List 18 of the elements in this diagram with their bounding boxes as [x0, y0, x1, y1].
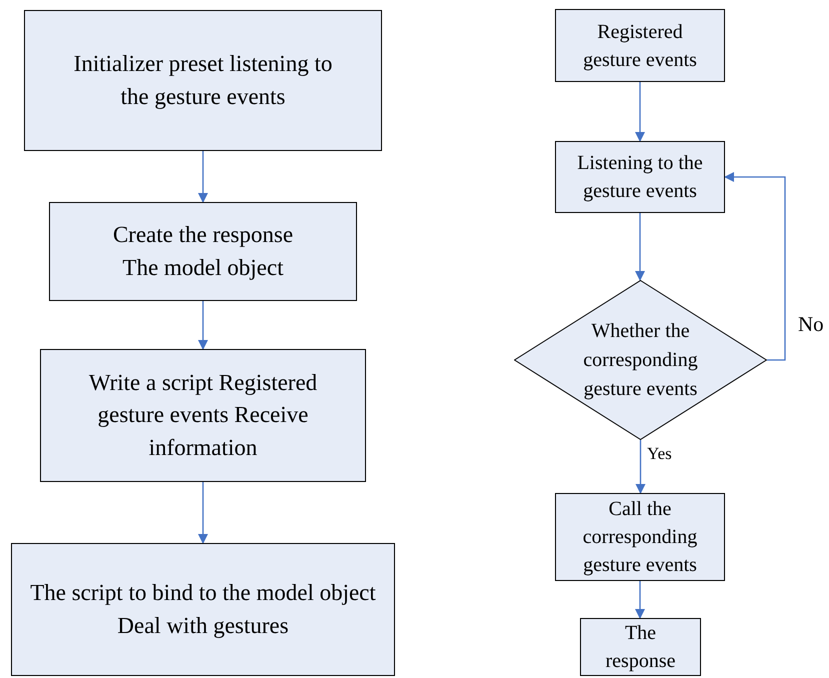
arrow	[198, 151, 208, 203]
process-box: Listening to the gesture events	[555, 141, 725, 213]
process-box: The response	[580, 618, 701, 676]
process-box: The script to bind to the model object Deal with gestures	[11, 543, 395, 676]
process-box: Initializer preset listening to the gesture events	[24, 10, 382, 151]
arrow	[198, 301, 208, 350]
arrow	[198, 482, 208, 544]
decision-diamond: Whether the corresponding gesture events	[514, 280, 767, 440]
process-box: Write a script Registered gesture events Receive information	[40, 349, 366, 482]
arrow	[635, 82, 645, 142]
process-box: Registered gesture events	[555, 9, 725, 82]
edge-label: Yes	[647, 445, 672, 462]
arrow	[724, 172, 786, 361]
process-box: Call the corresponding gesture events	[555, 493, 725, 581]
arrow	[635, 213, 645, 281]
arrow	[635, 581, 645, 619]
process-box: Create the response The model object	[49, 202, 357, 301]
arrow	[636, 440, 646, 494]
